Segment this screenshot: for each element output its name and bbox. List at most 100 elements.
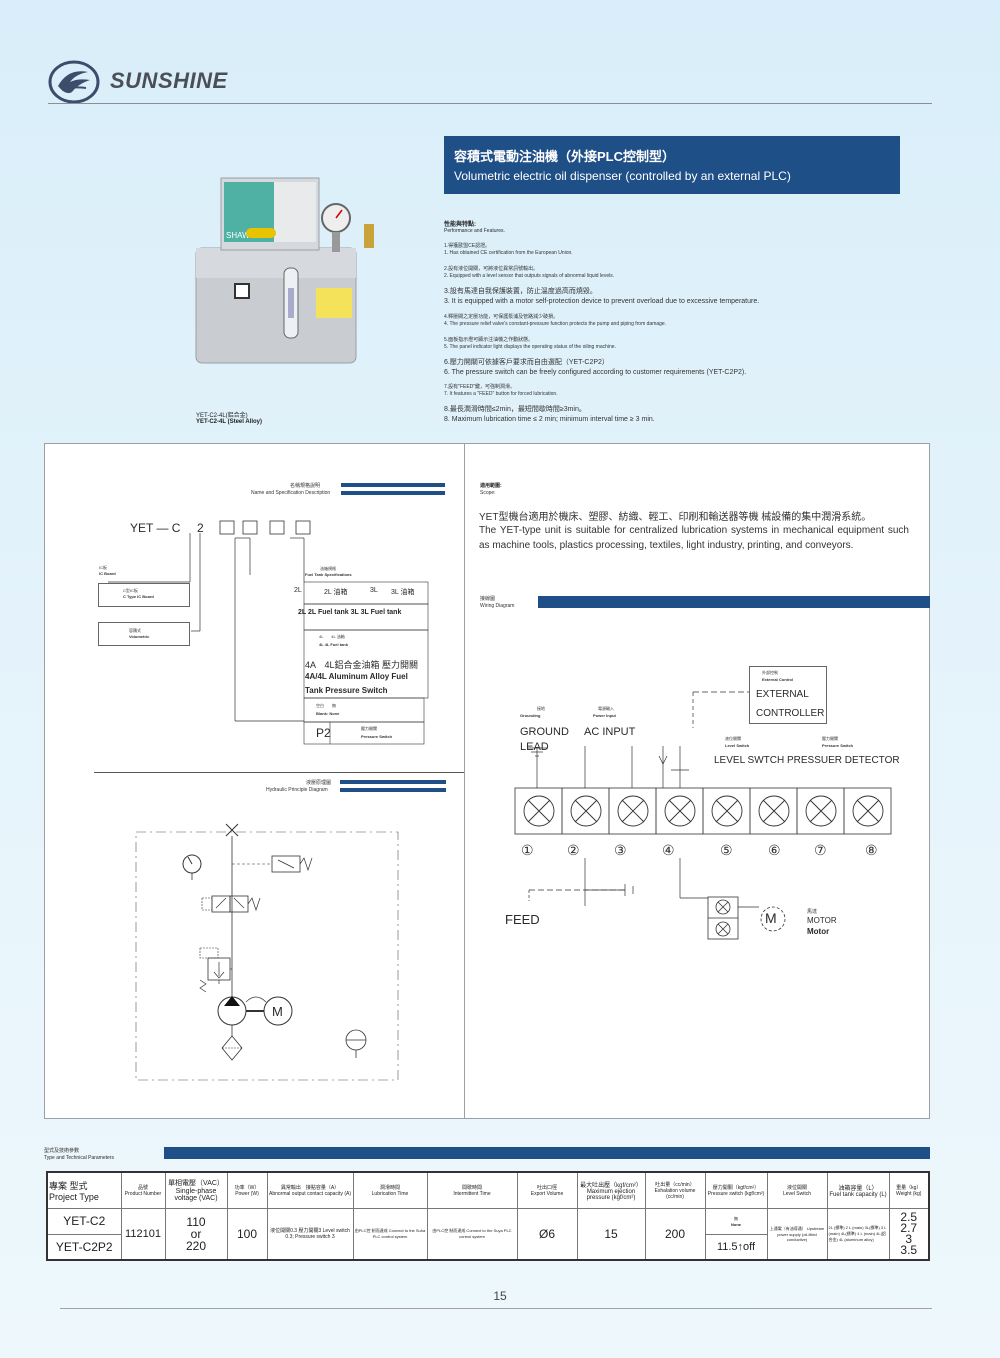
spec-heading-en: Name and Specification Description bbox=[251, 490, 331, 496]
hydraulic-heading-bar bbox=[340, 788, 446, 792]
fuel-2l-tank-zh: 2L 油箱 bbox=[324, 589, 348, 596]
cell-tank: 2L (標準) 2 L (main) 3L(標準) 3 L (main) 4L(… bbox=[826, 1207, 890, 1261]
th-wt: 重量（kg）Weight (kg) bbox=[888, 1171, 930, 1209]
footer-divider bbox=[60, 1308, 932, 1309]
feature-item: 1.得獲歐盟CE認證。1. Has obtained CE certificat… bbox=[444, 243, 573, 256]
cell-pow: 100 bbox=[226, 1207, 268, 1261]
ic-label-zh: IC板 bbox=[99, 565, 107, 570]
p2-en: Pressure Switch bbox=[361, 734, 393, 739]
scope-heading-en: Scope: bbox=[480, 490, 496, 496]
th-abn: 異常輸出 接點容量（A）Abnormal output contact capa… bbox=[266, 1171, 354, 1209]
p2-code: P2 bbox=[316, 726, 331, 740]
product-title-en: Volumetric electric oil dispenser (contr… bbox=[454, 169, 791, 183]
fuel-spec-en: Fuel Tank Specifications bbox=[305, 572, 352, 577]
spec-tree-lines bbox=[108, 520, 429, 745]
p2-zh: 壓力開關 bbox=[361, 726, 377, 731]
fuel-spec-zh: 油箱規格 bbox=[320, 566, 336, 571]
ext-line1: EXTERNAL bbox=[756, 689, 809, 700]
ac-zh: 電源輸入 bbox=[598, 706, 614, 711]
hydraulic-diagram bbox=[135, 823, 399, 1081]
wiring-heading-bar bbox=[538, 596, 930, 608]
ac-label: AC INPUT bbox=[584, 726, 636, 738]
terminal-3: ③ bbox=[614, 842, 627, 858]
hydraulic-motor-label: M bbox=[272, 1004, 283, 1019]
th-exh: 吐出量（cc/min）Exhalation volume (cc/min) bbox=[644, 1171, 706, 1209]
motor-en2: Motor bbox=[807, 927, 830, 936]
blank-en: Blank: None bbox=[316, 711, 340, 716]
terminal-numbers: ① ② ③ ④ ⑤ ⑥ ⑦ ⑧ bbox=[521, 842, 891, 858]
gnd-en: Grounding bbox=[520, 713, 541, 718]
scope-text-zh: YET型機台適用於機床、塑膠、紡織、輕工、印刷和輸送器等機 械設備的集中潤滑系統… bbox=[479, 512, 872, 523]
ic-label-en: IC Board bbox=[99, 571, 116, 576]
lvl-zh: 液位開關 bbox=[725, 736, 741, 741]
cell-exp: Ø6 bbox=[516, 1207, 578, 1261]
sunshine-logo-icon bbox=[48, 60, 100, 104]
product-caption-zh: YET-C2-4L(鋁合金) bbox=[196, 413, 248, 419]
spec-heading-zh: 名稱規格說明 bbox=[290, 483, 321, 489]
cell-type1: YET-C2 bbox=[46, 1207, 122, 1235]
scope-heading-zh: 適用範圍: bbox=[480, 483, 502, 489]
th-pow: 功率（W）Power (W) bbox=[226, 1171, 268, 1209]
cell-volt: 110 or 220 bbox=[164, 1207, 228, 1261]
hydraulic-heading-zh: 液壓原理圖 bbox=[306, 780, 332, 786]
cell-wt: 2.5 2.7 3 3.5 bbox=[888, 1207, 930, 1261]
ext-zh: 外部控制 bbox=[762, 670, 778, 675]
prs-zh: 壓力開關 bbox=[822, 736, 838, 741]
external-controller-box bbox=[749, 666, 827, 724]
fuel-row1-en: 2L 2L Fuel tank 3L 3L Fuel tank bbox=[298, 609, 402, 616]
header-divider bbox=[48, 103, 932, 104]
page-number: 15 bbox=[493, 1289, 507, 1303]
wiring-diagram bbox=[514, 691, 892, 940]
wiring-motor-m: M bbox=[765, 910, 777, 926]
feature-item: 2.設有液位開關，可將液位異常訊號輸出。2. Equipped with a l… bbox=[444, 266, 615, 279]
brand-name: SUNSHINE bbox=[110, 68, 228, 93]
terminal-8: ⑧ bbox=[865, 842, 878, 858]
cell-type2: YET-C2P2 bbox=[46, 1233, 122, 1261]
fuel-3l-tank-zh: 3L 油箱 bbox=[391, 589, 415, 596]
hydraulic-divider bbox=[94, 772, 464, 773]
cell-psw2: 11.5↑off bbox=[704, 1233, 768, 1261]
terminal-5: ⑤ bbox=[720, 842, 733, 858]
ext-line2: CONTROLLER bbox=[756, 708, 825, 719]
cell-pres: 15 bbox=[576, 1207, 646, 1261]
terminal-2: ② bbox=[567, 842, 580, 858]
th-psw: 壓力開關（kgf/cm²）Pressure switch (kgf/cm²) bbox=[704, 1171, 768, 1209]
features-title: 性能與特點: bbox=[444, 222, 476, 228]
model-prefix: YET — C bbox=[130, 521, 181, 535]
fuel-4a-en1: 4A/4L Aluminum Alloy Fuel bbox=[305, 672, 408, 681]
spec-panel bbox=[44, 443, 930, 1119]
product-title-zh: 容積式電動注油機（外接PLC控制型） bbox=[454, 149, 676, 164]
hydraulic-heading-en: Hydraulic Principle Diagram bbox=[266, 787, 328, 793]
features-subtitle: Performance and Features. bbox=[444, 228, 505, 234]
fuel-4l-zh: 4L 4L 油箱 bbox=[319, 634, 345, 639]
feature-item: 7.設有"FEED"鍵，可強制潤滑。7. It features a "FEED… bbox=[444, 384, 558, 397]
spec-heading-bar bbox=[341, 491, 445, 495]
scope-text-en: The YET-type unit is suitable for centra… bbox=[479, 525, 909, 551]
prs-en: Pressure Switch bbox=[822, 743, 854, 748]
params-heading-bar bbox=[164, 1147, 930, 1159]
gnd-zh: 接地 bbox=[537, 706, 545, 711]
feature-item: 3.設有馬達自我保護裝置，防止溫度過高而燒毀。3. It is equipped… bbox=[444, 288, 760, 305]
feature-item: 8.最長潤滑時間≤2min，最短間歇時間≥3min。8. Maximum lub… bbox=[444, 406, 655, 423]
product-label-brand: SHAW bbox=[226, 231, 250, 240]
terminal-7: ⑦ bbox=[814, 842, 827, 858]
fuel-4l-en: 4L 4L Fuel tank bbox=[319, 642, 348, 647]
lvl-en: Level Switch bbox=[725, 743, 750, 748]
feature-item: 6.壓力開關可依據客戶要求而自由選配（YET-C2P2）6. The press… bbox=[444, 359, 747, 376]
spec-heading-bar bbox=[341, 483, 445, 487]
th-tank: 油箱容量（L）Fuel tank capacity (L) bbox=[826, 1171, 890, 1209]
th-volt: 單相電壓（VAC）Single-phase voltage (VAC) bbox=[164, 1171, 228, 1209]
cell-int: 由PLC控 制而達成 Connect to the Suya PLC contr… bbox=[426, 1207, 518, 1261]
th-pres: 最大吐出壓（kgf/cm²）Maximum ejection pressure … bbox=[576, 1171, 646, 1209]
gnd-line1: GROUND bbox=[520, 726, 569, 738]
wiring-heading-zh: 接線圖 bbox=[480, 596, 496, 602]
feature-item: 4.釋壓閥之定壓功能，可保護泵浦及管路減少破損。4. The pressure … bbox=[444, 314, 667, 327]
product-caption-en: YET-C2-4L (Steel Alloy) bbox=[196, 419, 263, 425]
terminal-4: ④ bbox=[662, 842, 675, 858]
terminal-6: ⑥ bbox=[768, 842, 781, 858]
product-image: SHAW bbox=[195, 177, 374, 364]
